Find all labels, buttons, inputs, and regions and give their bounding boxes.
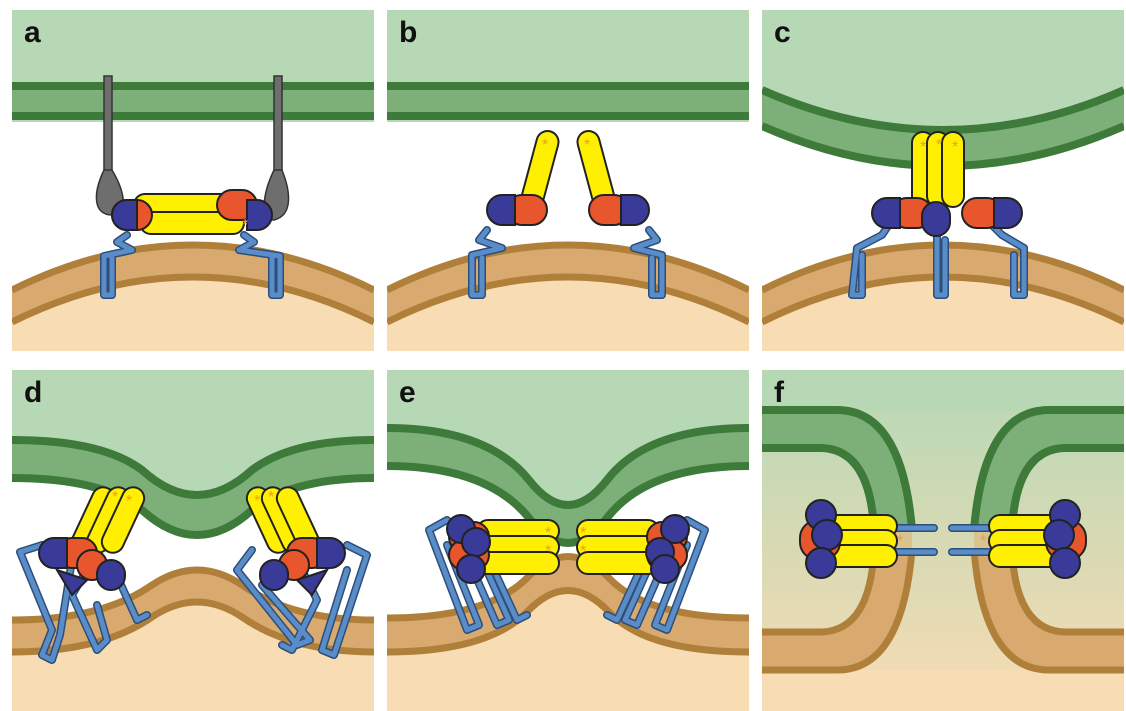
panel-b: * * b — [387, 10, 749, 351]
svg-text:*: * — [126, 493, 132, 510]
panel-label-b: b — [399, 16, 418, 49]
svg-text:*: * — [580, 543, 586, 560]
diagram-panel-e: * * * * — [387, 370, 749, 711]
svg-text:*: * — [584, 137, 590, 154]
svg-text:*: * — [545, 525, 551, 542]
svg-text:*: * — [254, 493, 260, 510]
diagram-panel-c: * * * — [762, 10, 1124, 351]
svg-text:*: * — [242, 217, 248, 234]
svg-text:*: * — [897, 533, 903, 550]
svg-text:*: * — [920, 139, 926, 156]
svg-text:*: * — [112, 489, 118, 506]
svg-text:*: * — [268, 489, 274, 506]
panel-label-d: d — [24, 376, 43, 409]
svg-text:*: * — [936, 137, 942, 154]
svg-text:*: * — [580, 525, 586, 542]
diagram-panel-b: * * — [387, 10, 749, 351]
diagram-panel-d: * * * * — [12, 370, 374, 711]
svg-text:*: * — [952, 139, 958, 156]
panel-e: * * * * e — [387, 370, 749, 711]
panel-label-f: f — [774, 376, 784, 409]
diagram-panel-a: * — [12, 10, 374, 351]
diagram-panel-f: * * — [762, 370, 1124, 711]
panel-d: * * * * d — [12, 370, 374, 711]
panel-a: * a — [12, 10, 374, 351]
svg-text:*: * — [542, 137, 548, 154]
panel-f: * * f — [762, 370, 1124, 711]
svg-text:*: * — [980, 533, 986, 550]
panel-label-c: c — [774, 16, 791, 49]
snare-helices-a — [111, 189, 273, 235]
panel-label-e: e — [399, 376, 416, 409]
panel-c: * * * c — [762, 10, 1124, 351]
panel-label-a: a — [24, 16, 41, 49]
svg-text:*: * — [545, 543, 551, 560]
